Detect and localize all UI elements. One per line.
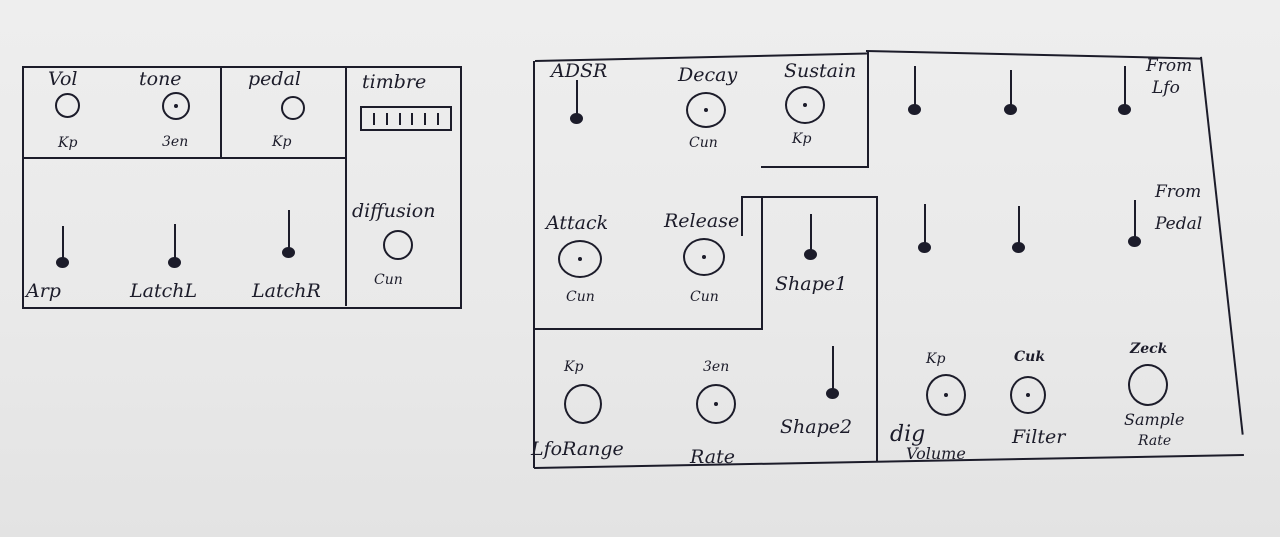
latch-r-switch[interactable] — [282, 210, 296, 258]
adsr-box-bottom-right — [761, 166, 869, 168]
latch-r-label: LatchR — [252, 280, 321, 302]
adsr-box-right-lower — [761, 196, 763, 330]
sustain-note: Kp — [792, 131, 812, 147]
slider-tick — [385, 112, 388, 125]
tone-knob[interactable] — [162, 92, 190, 120]
vol-note: Kp — [58, 135, 78, 151]
shape2-label: Shape2 — [780, 416, 853, 438]
shape1-box-top — [741, 196, 877, 198]
mod-switch-3[interactable] — [1118, 66, 1132, 116]
filter-note: Cuk — [1014, 349, 1046, 365]
filter-label: Filter — [1012, 426, 1066, 448]
from-lfo-line1: From — [1146, 56, 1193, 76]
timbre-slider[interactable] — [360, 106, 452, 131]
tone-label: tone — [139, 68, 182, 90]
lfo-range-note: Kp — [564, 359, 584, 375]
sample-rate-note: Zeck — [1130, 341, 1168, 357]
rate-note: 3en — [703, 359, 730, 375]
slider-tick — [424, 112, 427, 125]
adsr-label: ADSR — [551, 60, 608, 82]
pedal-label: pedal — [248, 68, 301, 90]
adsr-box-bottom — [535, 328, 763, 330]
slider-tick — [411, 112, 414, 125]
dig-volume-label-bottom: Volume — [906, 444, 966, 463]
sample-rate-label-top: Sample — [1124, 410, 1185, 429]
left-divider-vertical-2 — [345, 66, 347, 306]
pedal-knob[interactable] — [281, 96, 305, 120]
filter-knob[interactable] — [1010, 376, 1046, 414]
diffusion-label: diffusion — [352, 200, 436, 222]
lfo-range-label: LfoRange — [531, 438, 624, 460]
mid-vertical-divider — [867, 52, 869, 168]
latch-l-switch[interactable] — [168, 224, 182, 268]
slider-tick — [372, 112, 375, 125]
slider-tick — [398, 112, 401, 125]
left-panel-frame — [22, 66, 462, 309]
mod-switch-4[interactable] — [918, 204, 932, 254]
dig-volume-note: Kp — [926, 351, 946, 367]
right-left-edge — [533, 61, 535, 468]
decay-label: Decay — [678, 64, 738, 86]
mod-switch-5[interactable] — [1012, 206, 1026, 254]
attack-knob[interactable] — [558, 240, 602, 278]
from-pedal-line1: From — [1155, 182, 1202, 202]
from-lfo-line2: Lfo — [1152, 78, 1180, 98]
shape1-switch[interactable] — [804, 214, 818, 260]
sample-rate-label-bottom: Rate — [1138, 433, 1172, 449]
attack-label: Attack — [546, 212, 609, 234]
sustain-label: Sustain — [784, 60, 857, 82]
left-divider-vertical-1 — [220, 66, 222, 159]
arp-label: Arp — [26, 280, 61, 302]
adsr-switch[interactable] — [570, 80, 584, 126]
arp-switch[interactable] — [56, 226, 70, 268]
mod-switch-2[interactable] — [1004, 70, 1018, 116]
decay-note: Cun — [689, 135, 718, 151]
release-label: Release — [664, 210, 740, 232]
shape2-switch[interactable] — [826, 346, 840, 399]
sample-rate-knob[interactable] — [1128, 364, 1168, 406]
vol-label: Vol — [48, 68, 78, 90]
release-knob[interactable] — [683, 238, 725, 276]
pedal-note: Kp — [272, 134, 292, 150]
decay-knob[interactable] — [686, 92, 726, 128]
timbre-label: timbre — [362, 71, 427, 93]
rate-label: Rate — [690, 446, 735, 468]
sustain-knob[interactable] — [785, 86, 825, 124]
diffusion-knob[interactable] — [383, 230, 413, 260]
rate-knob[interactable] — [696, 384, 736, 424]
tone-note: 3en — [162, 134, 189, 150]
left-divider-top — [24, 157, 347, 159]
slider-tick — [437, 112, 440, 125]
vol-knob[interactable] — [55, 93, 80, 118]
dig-volume-knob[interactable] — [926, 374, 966, 416]
release-note: Cun — [690, 289, 719, 305]
shape1-box-left — [741, 196, 743, 236]
latch-l-label: LatchL — [130, 280, 198, 302]
attack-note: Cun — [566, 289, 595, 305]
dig-volume-label-top: dig — [890, 422, 926, 447]
mod-switch-6[interactable] — [1128, 200, 1142, 248]
lower-vertical-divider — [876, 196, 878, 461]
diffusion-note: Cun — [374, 272, 403, 288]
mod-switch-1[interactable] — [908, 66, 922, 116]
from-pedal-line2: Pedal — [1155, 214, 1203, 234]
lfo-range-knob[interactable] — [564, 384, 602, 424]
shape1-label: Shape1 — [775, 273, 848, 295]
